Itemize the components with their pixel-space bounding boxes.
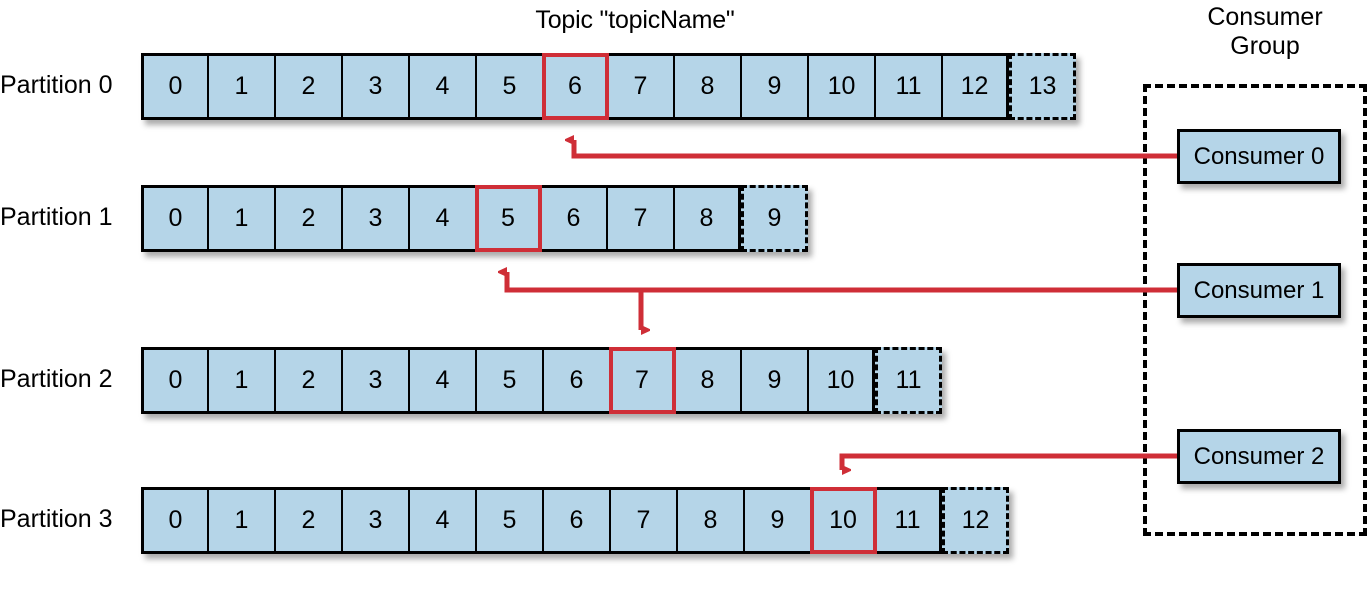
- topic-title: Topic "topicName": [535, 6, 735, 34]
- partition-cell[interactable]: 5: [476, 347, 543, 414]
- partition-cell[interactable]: 5: [476, 487, 543, 554]
- partition-cell[interactable]: 0: [141, 185, 208, 252]
- partition-cell[interactable]: 3: [342, 347, 409, 414]
- partition-cell[interactable]: 6: [543, 487, 610, 554]
- partition-cell[interactable]: 8: [677, 487, 744, 554]
- consumer-label: Consumer 1: [1193, 276, 1325, 304]
- partition-cell[interactable]: 4: [409, 53, 476, 120]
- connector-consumer0-partition0: [574, 140, 1177, 159]
- connector-consumer1-partition1: [507, 272, 1177, 293]
- partition-cell[interactable]: 9: [741, 347, 808, 414]
- consumer-box[interactable]: Consumer 2: [1177, 429, 1341, 484]
- partition-cell[interactable]: 4: [409, 487, 476, 554]
- partition-label: Partition 0: [0, 71, 113, 99]
- consumer-label: Consumer 0: [1193, 142, 1325, 170]
- partition-cell[interactable]: 11: [875, 487, 942, 554]
- consumer-group-container: [1143, 84, 1367, 536]
- consumer-box[interactable]: Consumer 0: [1177, 129, 1341, 184]
- partition-cell[interactable]: 12: [942, 53, 1009, 120]
- partition-cell[interactable]: 2: [275, 487, 342, 554]
- partition-cell[interactable]: 3: [342, 185, 409, 252]
- partition-label: Partition 3: [0, 505, 113, 533]
- partition-label: Partition 2: [0, 365, 113, 393]
- partition-cell[interactable]: 6: [543, 347, 610, 414]
- partition-cell[interactable]: 7: [610, 487, 677, 554]
- connector-consumer2-partition3: [839, 453, 1177, 470]
- partition-cell[interactable]: 5: [476, 53, 543, 120]
- partition-cell[interactable]: 1: [208, 53, 275, 120]
- partition-cell[interactable]: 4: [409, 185, 476, 252]
- consumer-group-title-line2: Group: [1230, 32, 1300, 60]
- partition-cell-next-offset[interactable]: 9: [741, 185, 808, 252]
- partition-cell-current-offset[interactable]: 10: [809, 487, 877, 554]
- partition-cell[interactable]: 1: [208, 347, 275, 414]
- partition-cell[interactable]: 8: [674, 185, 741, 252]
- partition-cell[interactable]: 0: [141, 347, 208, 414]
- partition-cell[interactable]: 2: [275, 347, 342, 414]
- partition-cell[interactable]: 3: [342, 53, 409, 120]
- partition-cell-current-offset[interactable]: 6: [541, 53, 609, 120]
- partition-cell[interactable]: 8: [674, 347, 741, 414]
- partition-cell[interactable]: 11: [875, 53, 942, 120]
- partition-label: Partition 1: [0, 203, 113, 231]
- partition-cell[interactable]: 8: [674, 53, 741, 120]
- partition-cell[interactable]: 1: [208, 185, 275, 252]
- partition-cell[interactable]: 9: [741, 53, 808, 120]
- partition-cell[interactable]: 9: [744, 487, 811, 554]
- partition-cell[interactable]: 7: [607, 185, 674, 252]
- partition-cell[interactable]: 1: [208, 487, 275, 554]
- partition-cell-next-offset[interactable]: 12: [942, 487, 1009, 554]
- consumer-group-title-line1: Consumer: [1207, 3, 1323, 31]
- partition-cell[interactable]: 3: [342, 487, 409, 554]
- partition-cell[interactable]: 4: [409, 347, 476, 414]
- partition-cell-next-offset[interactable]: 13: [1009, 53, 1076, 120]
- partition-cell[interactable]: 2: [275, 53, 342, 120]
- partition-cell[interactable]: 7: [607, 53, 674, 120]
- partition-cell[interactable]: 0: [141, 53, 208, 120]
- partition-cell[interactable]: 6: [540, 185, 607, 252]
- partition-cell[interactable]: 10: [808, 347, 875, 414]
- partition-cell[interactable]: 0: [141, 487, 208, 554]
- consumer-label: Consumer 2: [1193, 442, 1325, 470]
- partition-cell[interactable]: 2: [275, 185, 342, 252]
- partition-cell-current-offset[interactable]: 7: [608, 347, 676, 414]
- partition-cell[interactable]: 10: [808, 53, 875, 120]
- partition-cell-next-offset[interactable]: 11: [875, 347, 942, 414]
- partition-cell-current-offset[interactable]: 5: [474, 185, 542, 252]
- consumer-group-title: Consumer Group: [1160, 3, 1370, 61]
- consumer-box[interactable]: Consumer 1: [1177, 263, 1341, 318]
